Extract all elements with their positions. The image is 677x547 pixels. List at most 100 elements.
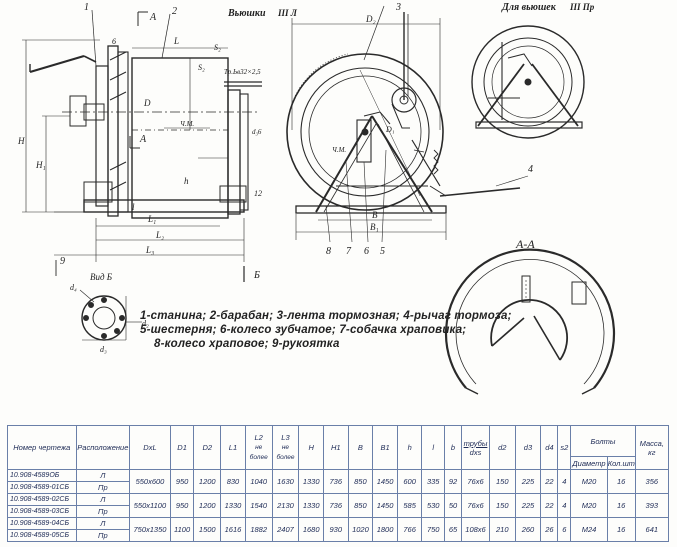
col-drawing-no: Номер чертежа — [7, 425, 77, 470]
dim-D1: D₁ — [385, 125, 395, 134]
cell-d2: 1500 — [193, 517, 222, 542]
col-dxl: DxL — [129, 425, 171, 470]
cell-h1: 736 — [322, 469, 349, 494]
cell-drawing-no: 10.908-4589-01СБ — [7, 481, 77, 494]
col-mass: Масса, кг — [634, 425, 670, 470]
cell-bolt-diam: М20 — [570, 493, 608, 518]
cell-b: 850 — [347, 493, 374, 518]
cell-bolt-qty: 16 — [606, 469, 636, 494]
um-label-front: Ч.М. — [332, 146, 346, 154]
col-b1: B1 — [372, 425, 398, 470]
dim-D: D — [143, 98, 151, 108]
cell-d1: 950 — [169, 493, 195, 518]
col-bolts: Болты — [570, 425, 636, 457]
table-row: 10.908-4589-05СБ Пр — [7, 529, 669, 542]
cell-bb: 92 — [443, 469, 463, 494]
table-row: 10.908-4589-04СБ Л 750x1350 1100 1500 16… — [7, 517, 670, 542]
col-l2-sub: не более — [249, 444, 268, 461]
cell-b: 850 — [347, 469, 374, 494]
legend-line-3: 8-колесо храповое; 9-рукоятка — [154, 338, 340, 350]
dim-L1: L₁ — [147, 214, 156, 224]
col-location: Расположение — [75, 425, 131, 470]
cell-l2: 1882 — [244, 517, 273, 542]
dim-S2b: S₂ — [198, 63, 205, 72]
col-pipe-label: трубы — [463, 438, 488, 448]
section-a-a — [444, 248, 616, 395]
dim-L2: L₂ — [155, 230, 164, 240]
cell-dd3: 260 — [514, 517, 542, 542]
view-b-label: Вид Б — [90, 272, 113, 282]
arrow-b-label: Б — [253, 270, 260, 281]
pos-label-8: 8 — [326, 246, 331, 257]
col-bolt-qty: Кол.шт. — [606, 456, 636, 470]
cell-l3: 2407 — [271, 517, 300, 542]
col-l3-label: L3 — [281, 433, 290, 442]
pos-label-1: 1 — [84, 2, 89, 13]
cell-drawing-no: 10.908-4589-04СБ — [7, 517, 77, 530]
cell-dd4: 22 — [540, 469, 559, 494]
cell-s2: 6 — [557, 517, 572, 542]
dim-B: B — [372, 210, 378, 220]
col-s2: s2 — [557, 425, 572, 470]
dim-H1: H₁ — [35, 160, 46, 170]
cell-b1: 1450 — [372, 493, 398, 518]
table-row: 10.908-4589-03СБ Пр — [7, 505, 669, 518]
cell-mass: 356 — [634, 469, 670, 494]
cell-hh: 766 — [396, 517, 423, 542]
cell-mass: 641 — [634, 517, 670, 542]
spec-table-wrap: Номер чертежа Расположение DxL D1 D2 L1 … — [7, 425, 670, 542]
pipe-note: Тр.Ьв32×2,5 — [224, 68, 261, 76]
cell-dd4: 26 — [540, 517, 559, 542]
cell-location: Пр — [75, 529, 131, 542]
table-row: 10.908-4589-01СБ Пр — [7, 481, 669, 494]
cell-dxl: 750x1350 — [129, 517, 171, 542]
col-pipe-sub: dxs — [469, 447, 482, 457]
title-left: Вьюшки — [227, 8, 266, 19]
col-dd4: d4 — [540, 425, 559, 470]
cell-d2: 1200 — [193, 493, 222, 518]
cell-b1: 1800 — [372, 517, 398, 542]
pos-label-5: 5 — [380, 246, 385, 257]
col-dd3: d3 — [514, 425, 542, 470]
cell-h: 1330 — [298, 493, 324, 518]
pos-label-6: 6 — [364, 246, 369, 257]
cell-d2: 1200 — [193, 469, 222, 494]
cell-h: 1330 — [298, 469, 324, 494]
cell-dd2: 150 — [488, 469, 516, 494]
cell-ll: 750 — [421, 517, 445, 542]
dim-B1: B₁ — [370, 222, 379, 232]
pos-label-3: 3 — [395, 2, 401, 13]
dim-D2: D₂ — [365, 14, 376, 24]
col-bolt-diam: Диаметр — [570, 456, 608, 470]
dim-h: h — [184, 176, 189, 186]
cell-b1: 1450 — [372, 469, 398, 494]
dim-6: 6 — [112, 37, 116, 46]
cell-bolt-diam: М24 — [570, 517, 608, 542]
col-ll: l — [421, 425, 445, 470]
cell-bb: 65 — [443, 517, 463, 542]
cell-pipe: 76x6 — [461, 469, 490, 494]
cell-d1: 950 — [169, 469, 195, 494]
cell-drawing-no: 10.908-4589-03СБ — [7, 505, 77, 518]
right-view — [471, 25, 585, 139]
cell-hh: 585 — [396, 493, 423, 518]
cell-h1: 930 — [322, 517, 349, 542]
title-right: Для вьюшек — [501, 2, 557, 13]
dim-d4: d₄ — [70, 283, 77, 292]
cell-l1: 1330 — [220, 493, 246, 518]
section-label: А-А — [515, 237, 535, 251]
um-label-side: Ч.М. — [180, 120, 194, 128]
cell-location: Пр — [75, 481, 131, 494]
cell-dd2: 150 — [488, 493, 516, 518]
cell-l3: 1630 — [271, 469, 300, 494]
table-row: 10.908-4589ОБ Л 550x600 950 1200 830 104… — [7, 469, 670, 494]
arrow-a-mid: А — [139, 134, 147, 145]
cell-bolt-diam: М20 — [570, 469, 608, 494]
col-l3-sub: не более — [276, 444, 295, 461]
legend-line-1: 1-станина; 2-барабан; 3-лента тормозная;… — [140, 310, 512, 322]
view-b — [79, 289, 142, 341]
cell-l1: 830 — [220, 469, 246, 494]
cell-hh: 600 — [396, 469, 423, 494]
